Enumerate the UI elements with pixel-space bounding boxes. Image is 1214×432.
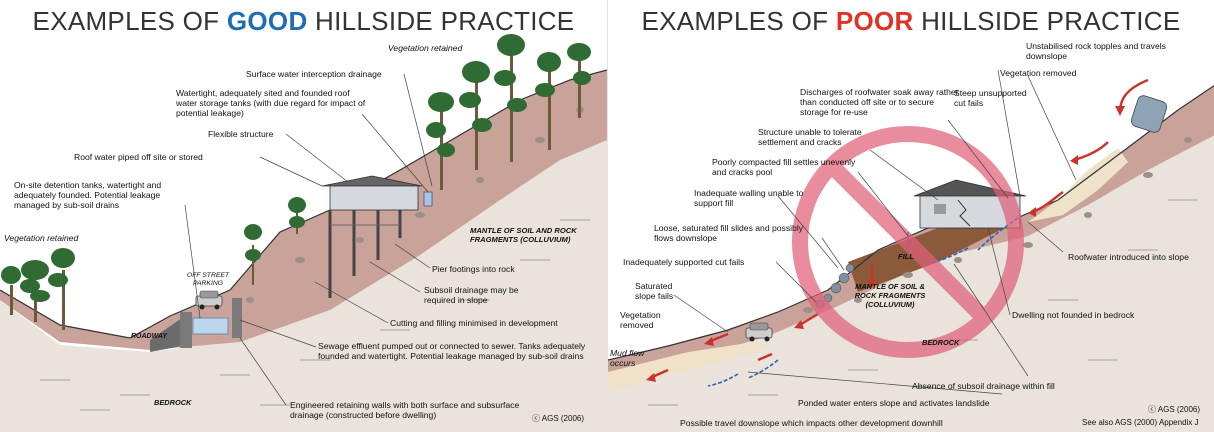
good-label-subsoil: Subsoil drainage may be required in slop… bbox=[424, 285, 536, 305]
poor-label-structure-unable: Structure unable to tolerate settlement … bbox=[758, 127, 868, 147]
poor-label-copyright: ⓒ AGS (2006) bbox=[1148, 405, 1200, 415]
poor-label-vegetation-removed-left: Vegetation removed bbox=[620, 310, 678, 330]
poor-label-unstabilised: Unstabilised rock topples and travels do… bbox=[1026, 41, 1196, 61]
good-label-watertight: Watertight, adequately sited and founded… bbox=[176, 88, 366, 118]
poor-label-dwelling-not: Dwelling not founded in bedrock bbox=[1012, 310, 1134, 320]
poor-label-mud-flow: Mud flow occurs bbox=[610, 348, 660, 368]
good-water-tank bbox=[424, 192, 432, 206]
poor-label-mantle: MANTLE OF SOIL & ROCK FRAGMENTS (COLLUVI… bbox=[846, 282, 934, 309]
poor-practice-panel: EXAMPLES OF POOR HILLSIDE PRACTICE bbox=[607, 0, 1214, 432]
poor-label-saturated: Saturated slope fails bbox=[635, 281, 685, 301]
poor-label-fill: FILL bbox=[898, 252, 914, 262]
poor-label-loose-fill: Loose, saturated fill slides and possibl… bbox=[654, 223, 824, 243]
poor-label-see-also: See also AGS (2000) Appendix J bbox=[1082, 418, 1199, 428]
good-practice-panel: EXAMPLES OF GOOD HILLSIDE PRACTICE bbox=[0, 0, 607, 432]
good-label-engineered: Engineered retaining walls with both sur… bbox=[290, 400, 520, 420]
poor-label-poorly-compacted: Poorly compacted fill settles unevenly a… bbox=[712, 157, 862, 177]
good-detention-tank bbox=[193, 318, 228, 334]
good-label-pier: Pier footings into rock bbox=[432, 264, 515, 274]
good-label-vegetation-left: Vegetation retained bbox=[4, 233, 78, 243]
poor-label-inadequate-walling: Inadequate walling unable to support fil… bbox=[694, 188, 804, 208]
good-parking-wall bbox=[232, 298, 242, 338]
good-retaining-wall bbox=[180, 312, 192, 348]
good-label-vegetation-top: Vegetation retained bbox=[388, 43, 462, 53]
poor-label-possible-travel: Possible travel downslope which impacts … bbox=[680, 418, 943, 428]
good-label-off-street: OFF STREET PARKING bbox=[186, 272, 230, 288]
poor-label-inadequately-cut: Inadequately supported cut fails bbox=[623, 257, 744, 267]
good-label-flexible: Flexible structure bbox=[208, 129, 273, 139]
poor-label-discharges: Discharges of roofwater soak away rather… bbox=[800, 87, 960, 117]
poor-label-steep: Steep unsupported cut fails bbox=[954, 88, 1034, 108]
good-label-onsite: On-site detention tanks, watertight and … bbox=[14, 180, 186, 210]
poor-label-absence: Absence of subsoil drainage within fill bbox=[912, 381, 1055, 391]
poor-hillside-illustration bbox=[608, 0, 1214, 432]
good-label-mantle: MANTLE OF SOIL AND ROCK FRAGMENTS (COLLU… bbox=[470, 226, 580, 244]
good-label-cutting: Cutting and filling minimised in develop… bbox=[390, 318, 558, 328]
good-label-sewage: Sewage effluent pumped out or connected … bbox=[318, 341, 600, 361]
good-hillside-illustration bbox=[0, 0, 607, 432]
poor-label-vegetation-removed-top: Vegetation removed bbox=[1000, 68, 1076, 78]
poor-label-bedrock: BEDROCK bbox=[922, 338, 959, 348]
good-label-bedrock: BEDROCK bbox=[154, 398, 191, 408]
good-label-copyright: ⓒ AGS (2006) bbox=[532, 414, 584, 424]
good-label-roof-water: Roof water piped off site or stored bbox=[74, 152, 203, 162]
good-label-roadway: ROADWAY bbox=[131, 332, 167, 342]
poor-label-ponded: Ponded water enters slope and activates … bbox=[798, 398, 990, 408]
poor-label-roofwater-introduced: Roofwater introduced into slope bbox=[1068, 252, 1189, 262]
good-label-surface-water: Surface water interception drainage bbox=[246, 69, 382, 79]
